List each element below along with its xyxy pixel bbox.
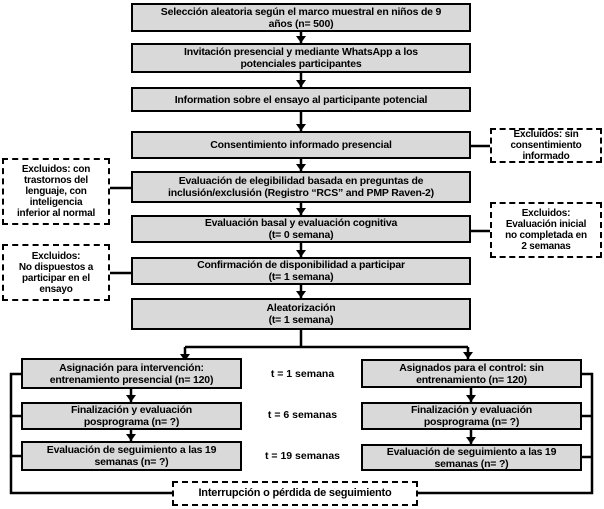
box-intervention-followup: Evaluación de seguimiento a las 19 seman… <box>21 441 242 471</box>
box-control-allocation: Asignados para el control: sin entrenami… <box>361 359 582 388</box>
box-excluded-language-disorders: Excluidos: con trastornos del lenguaje, … <box>2 158 110 225</box>
box-baseline-assessment: Evaluación basal y evaluación cognitiva … <box>131 215 471 243</box>
box-control-followup: Evaluación de seguimiento a las 19 seman… <box>361 444 582 471</box>
box-control-postprogram: Finalización y evaluación posprograma (n… <box>361 402 582 430</box>
randomization-split <box>180 330 473 361</box>
box-excluded-incomplete-baseline: Excluidos: Evaluación inicial no complet… <box>490 202 602 258</box>
box-excluded-no-consent: Excluidos: sin consentimiento informado <box>490 128 602 163</box>
box-excluded-not-willing: Excluidos: No dispuestos a participar en… <box>2 244 110 301</box>
box-invitation: Invitación presencial y mediante WhatsAp… <box>131 43 471 73</box>
time-label-week6: t = 6 semanas <box>267 409 338 421</box>
box-eligibility-screening: Evaluación de elegibilidad basada en pre… <box>131 171 471 203</box>
box-dropout: Interrupción o pérdida de seguimiento <box>172 481 418 506</box>
box-intervention-postprogram: Finalización y evaluación posprograma (n… <box>21 402 242 430</box>
exclusion-connectors <box>110 144 490 275</box>
dropout-bracket-right <box>418 372 594 495</box>
box-randomization: Aleatorización (t= 1 semana) <box>131 298 471 330</box>
time-label-week19: t = 19 semanas <box>264 450 340 462</box>
dropout-bracket-left <box>9 372 172 495</box>
box-informed-consent: Consentimiento informado presencial <box>131 131 471 159</box>
box-random-selection: Selección aleatoria según el marco muest… <box>131 3 471 32</box>
box-intervention-allocation: Asignación para intervención: entrenamie… <box>21 358 242 389</box>
time-label-week1: t = 1 semana <box>270 368 335 380</box>
box-trial-information: Information sobre el ensayo al participa… <box>131 87 471 112</box>
box-availability-confirmation: Confirmación de disponibilidad a partici… <box>131 257 471 285</box>
